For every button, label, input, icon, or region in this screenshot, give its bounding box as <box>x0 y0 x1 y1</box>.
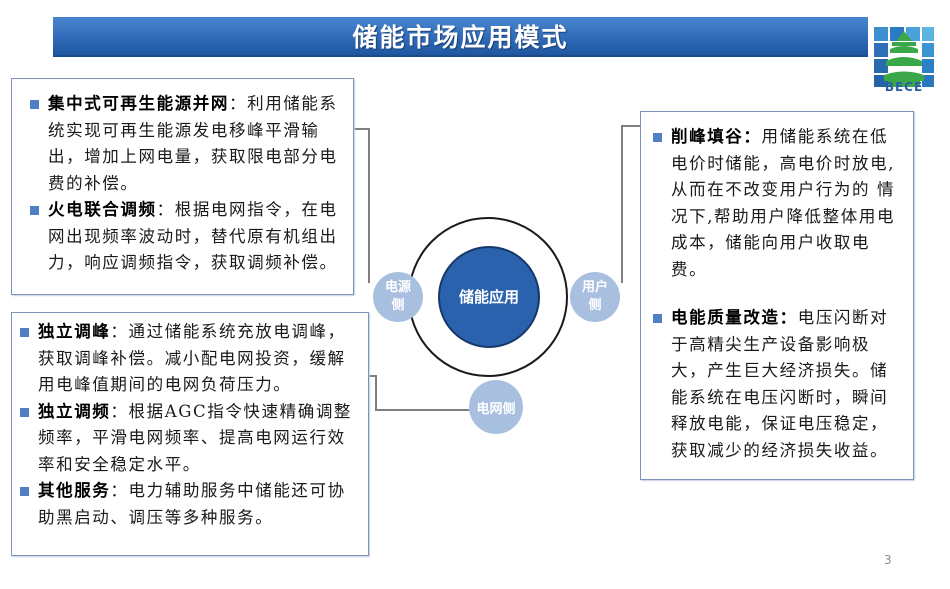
grid-side-label-text: 电网侧 <box>476 402 516 417</box>
item-term: 其他服务 <box>38 481 111 500</box>
item-text: 利用储能系统实现可再生能源发电移峰平滑输出，增加上网电量，获取限电部分电费的补偿… <box>48 94 338 193</box>
item-text: 电力辅助服务中储能还可协助黑启动、调压等多种服务。 <box>38 481 346 527</box>
user-side-label-line1: 用户 <box>581 280 608 295</box>
grid-side-label: 电网侧 <box>466 398 526 417</box>
user-side-label: 用户 侧 <box>570 279 620 315</box>
item-separator: ： <box>110 401 129 421</box>
item-separator: ： <box>110 322 129 341</box>
item-separator: ： <box>156 200 175 219</box>
item-text: 根据AGC指令快速精确调整频率，平滑电网频率、提高电网运行效率和安全稳定水平。 <box>38 401 353 474</box>
square-bullet-icon <box>30 100 39 109</box>
item-separator: ： <box>779 308 798 327</box>
user-side-circle <box>570 272 620 322</box>
item-separator: ： <box>743 127 762 146</box>
logo-text: BECE <box>884 80 924 94</box>
square-bullet-icon <box>20 328 29 337</box>
source-side-label: 电源 侧 <box>373 279 423 315</box>
list-item: 电能质量改造：电压闪断对于高精尖生产设备影响极大，产生巨大经济损失。储能系统在电… <box>653 305 903 464</box>
square-bullet-icon <box>20 407 29 417</box>
square-bullet-icon <box>653 133 662 142</box>
item-term: 火电联合调频 <box>48 200 157 219</box>
grid-side-applications-box: 独立调峰：通过储能系统充放电调峰，获取调峰补偿。减小配电网投资，缓解用电峰值期间… <box>11 312 369 556</box>
page-title: 储能市场应用模式 <box>352 23 569 52</box>
center-label: 储能应用 <box>439 286 539 307</box>
list-item: 火电联合调频：根据电网指令，在电网出现频率波动时，替代原有机组出力，响应调频指令… <box>30 197 341 277</box>
list-item: 集中式可再生能源并网：利用储能系统实现可再生能源发电移峰平滑输出，增加上网电量，… <box>30 91 341 197</box>
list-item: 独立调频：根据AGC指令快速精确调整频率，平滑电网频率、提高电网运行效率和安全稳… <box>20 399 356 479</box>
item-term: 电能质量改造 <box>671 308 780 327</box>
square-bullet-icon <box>653 314 662 323</box>
item-separator: ： <box>229 94 248 113</box>
item-text: 根据电网指令，在电网出现频率波动时，替代原有机组出力，响应调频指令，获取调频补偿… <box>48 200 338 272</box>
temple-of-heaven-logo-icon <box>874 27 934 87</box>
list-item: 削峰填谷：用储能系统在低电价时储能，高电价时放电,从而在不改变用户行为的 情况下… <box>653 124 903 283</box>
user-side-applications-box: 削峰填谷：用储能系统在低电价时储能，高电价时放电,从而在不改变用户行为的 情况下… <box>640 111 914 480</box>
item-text: 用储能系统在低电价时储能，高电价时放电,从而在不改变用户行为的 情况下,帮助用户… <box>671 127 896 279</box>
source-side-label-line2: 侧 <box>391 298 405 313</box>
item-term: 削峰填谷 <box>671 127 744 146</box>
grid-side-circle <box>469 380 523 434</box>
list-item: 其他服务：电力辅助服务中储能还可协助黑启动、调压等多种服务。 <box>20 478 356 531</box>
page-number: 3 <box>884 553 892 567</box>
item-separator: ： <box>110 481 129 500</box>
square-bullet-icon <box>20 487 29 496</box>
list-item: 独立调峰：通过储能系统充放电调峰，获取调峰补偿。减小配电网投资，缓解用电峰值期间… <box>20 319 356 399</box>
square-bullet-icon <box>30 206 39 215</box>
item-term: 集中式可再生能源并网 <box>48 94 229 113</box>
center-label-text: 储能应用 <box>458 288 519 306</box>
user-side-label-line2: 侧 <box>588 298 602 313</box>
source-side-applications-box: 集中式可再生能源并网：利用储能系统实现可再生能源发电移峰平滑输出，增加上网电量，… <box>11 78 354 295</box>
title-bar: 储能市场应用模式 <box>53 17 868 57</box>
source-side-circle <box>373 272 423 322</box>
center-circle <box>438 246 540 348</box>
connector-user-side <box>621 125 648 283</box>
item-text: 电压闪断对于高精尖生产设备影响极大，产生巨大经济损失。储能系统在电压闪断时，瞬间… <box>671 308 889 460</box>
item-text: 通过储能系统充放电调峰，获取调峰补偿。减小配电网投资，缓解用电峰值期间的电网负荷… <box>38 322 346 394</box>
item-term: 独立调峰 <box>38 322 111 341</box>
item-term: 独立调频 <box>38 401 111 421</box>
source-side-label-line1: 电源 <box>384 280 411 295</box>
connector-grid-side <box>354 375 470 411</box>
